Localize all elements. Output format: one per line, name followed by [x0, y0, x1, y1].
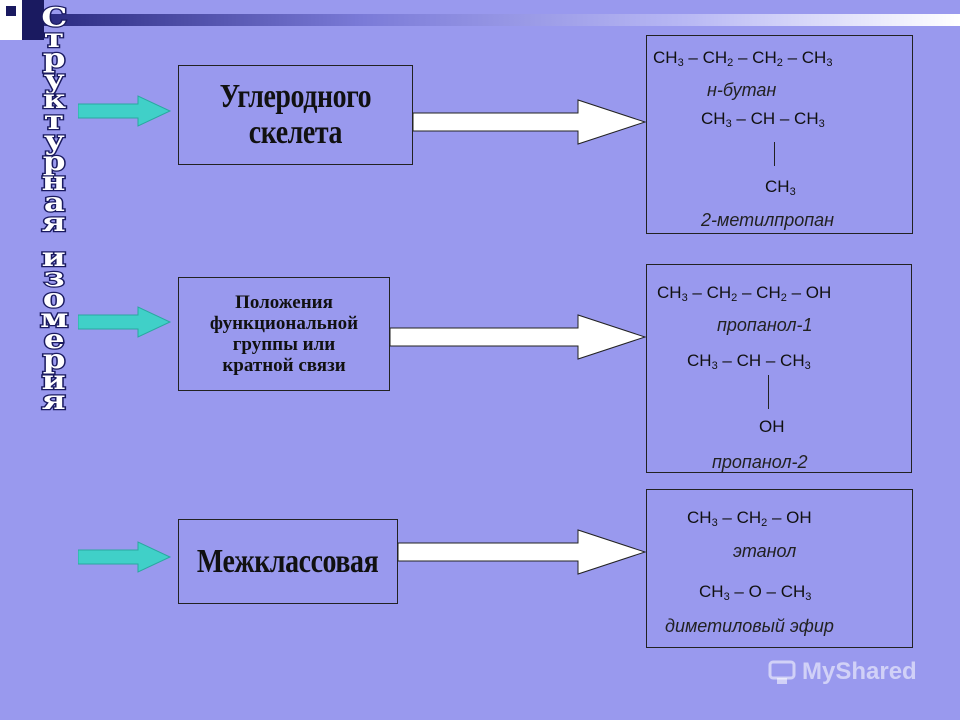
- vertical-title: С т р у к т у р н а я и з о м е р и я: [32, 3, 76, 416]
- title-letter: м: [38, 304, 69, 334]
- title-letter: а: [42, 187, 66, 218]
- name-methylpropane: 2-метилпропан: [701, 210, 835, 230]
- title-letter: н: [41, 167, 68, 197]
- name-propanol-2: пропанол-2: [712, 452, 808, 472]
- watermark-text: MyShared: [802, 658, 917, 685]
- title-letter: е: [42, 324, 66, 355]
- name-butane: н-бутан: [707, 80, 777, 100]
- category-interclass: Межклассовая: [178, 519, 398, 604]
- category-label: Углеродного скелета: [219, 78, 372, 151]
- formula-branch: CH3: [765, 177, 796, 198]
- hollow-arrow-1: [412, 99, 647, 145]
- formula-dimethyl-ether: CH3 – O – CH3: [699, 582, 812, 603]
- title-letter: о: [42, 283, 67, 314]
- title-letter: и: [40, 242, 67, 273]
- category-carbon-skeleton: Углеродного скелета: [178, 65, 413, 165]
- name-ethanol: этанол: [733, 541, 797, 561]
- cyan-arrow-3: [78, 541, 172, 573]
- title-letter: С: [40, 3, 69, 33]
- example-box-skeleton: CH3 – CH2 – CH2 – CH3 н-бутан CH3 – CH –…: [646, 35, 913, 234]
- title-letter: з: [42, 263, 66, 293]
- category-label: Межклассовая: [197, 542, 379, 580]
- projector-icon: [768, 660, 796, 684]
- vertical-bond: [774, 142, 775, 166]
- hollow-arrow-2: [389, 314, 647, 360]
- name-dimethyl-ether: диметиловый эфир: [665, 616, 834, 636]
- category-functional-position: Положения функциональной группы или крат…: [178, 277, 390, 391]
- name-propanol-1: пропанол-1: [717, 315, 813, 335]
- title-letter: у: [42, 126, 66, 156]
- top-decoration-graphic: [0, 0, 960, 40]
- hollow-arrow-3: [397, 529, 647, 575]
- title-letter: т: [42, 105, 65, 136]
- title-letter: у: [42, 64, 66, 95]
- title-letter: я: [40, 208, 67, 238]
- category-label: Положения функциональной группы или крат…: [209, 292, 359, 376]
- formula-butane: CH3 – CH2 – CH2 – CH3: [653, 48, 833, 69]
- top-decoration: [0, 0, 960, 40]
- example-box-position: CH3 – CH2 – CH2 – OH пропанол-1 CH3 – CH…: [646, 264, 912, 473]
- formula-propanol-1: CH3 – CH2 – CH2 – OH: [657, 283, 832, 304]
- vertical-bond: [768, 375, 769, 409]
- title-letter: р: [41, 146, 67, 177]
- cyan-arrow-1: [78, 95, 172, 127]
- watermark: MyShared: [768, 658, 917, 686]
- example-box-interclass: CH3 – CH2 – OH этанол CH3 – O – CH3 диме…: [646, 489, 913, 648]
- title-letter: я: [40, 386, 67, 416]
- formula-ethanol: CH3 – CH2 – OH: [687, 508, 812, 529]
- title-letter: и: [40, 365, 67, 396]
- title-letter: т: [42, 23, 65, 54]
- formula-propanol-2: CH3 – CH – CH3: [687, 351, 811, 372]
- title-letter: р: [41, 345, 67, 375]
- cyan-arrow-2: [78, 306, 172, 338]
- title-letter: р: [41, 44, 67, 74]
- formula-oh-branch: OH: [759, 417, 785, 436]
- formula-isobutane: CH3 – CH – CH3: [701, 109, 825, 130]
- title-letter: к: [41, 85, 68, 115]
